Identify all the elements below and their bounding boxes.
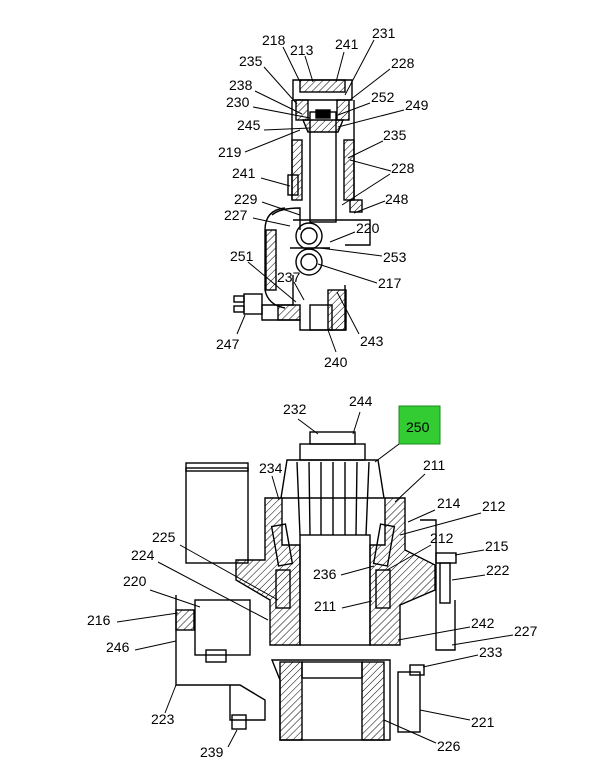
callout-234: 234 (259, 460, 283, 476)
callout-218: 218 (262, 32, 286, 48)
callout-229: 229 (234, 191, 258, 207)
callout-230: 230 (226, 94, 250, 110)
callout-235: 235 (239, 53, 263, 69)
callout-250-highlight[interactable]: 250 (398, 405, 441, 445)
callout-244: 244 (349, 393, 373, 409)
callout-242: 242 (471, 615, 495, 631)
callout-253: 253 (383, 249, 407, 265)
callout-219: 219 (218, 144, 242, 160)
lower-assembly (175, 431, 457, 741)
callout-236: 236 (313, 566, 337, 582)
callout-228b: 228 (391, 160, 415, 176)
callout-217: 217 (378, 275, 402, 291)
callout-228: 228 (391, 55, 415, 71)
callout-250[interactable]: 250 (406, 419, 430, 435)
callout-245: 245 (237, 117, 261, 133)
callout-241b: 241 (232, 165, 256, 181)
upper-assembly (233, 79, 371, 331)
callout-238: 238 (229, 77, 253, 93)
callout-224: 224 (131, 547, 155, 563)
callout-232: 232 (283, 401, 307, 417)
callout-225: 225 (152, 529, 176, 545)
callout-216: 216 (87, 612, 111, 628)
callout-247: 247 (216, 336, 240, 352)
callout-212: 212 (482, 498, 506, 514)
callout-220b: 220 (123, 573, 147, 589)
callout-222: 222 (486, 562, 510, 578)
callout-227b: 227 (514, 623, 538, 639)
lower-leader-lines (116, 411, 514, 748)
callout-241: 241 (335, 36, 359, 52)
callout-251: 251 (230, 248, 254, 264)
callout-243: 243 (360, 333, 384, 349)
callout-240: 240 (324, 354, 348, 370)
upper-leader-lines (236, 39, 405, 353)
callout-211b: 211 (314, 598, 337, 614)
callout-221: 221 (471, 714, 495, 730)
callout-233: 233 (479, 644, 503, 660)
callout-220: 220 (356, 220, 380, 236)
highlight-box[interactable] (398, 405, 441, 445)
callout-226: 226 (437, 738, 461, 754)
callout-212b: 212 (430, 530, 454, 546)
callout-215: 215 (485, 538, 509, 554)
callout-246: 246 (106, 639, 130, 655)
callout-239: 239 (200, 744, 224, 760)
callout-227: 227 (224, 207, 248, 223)
callout-211: 211 (423, 457, 446, 473)
callout-248: 248 (385, 191, 409, 207)
lower-callouts: 232 244 234 211 214 212 225 212 215 224 … (87, 393, 538, 760)
callout-223: 223 (151, 711, 175, 727)
callout-249: 249 (405, 97, 429, 113)
callout-231: 231 (372, 25, 396, 41)
callout-214: 214 (437, 495, 461, 511)
upper-callouts: 218 213 241 231 235 228 238 252 230 249 … (216, 25, 429, 370)
callout-213: 213 (290, 42, 314, 58)
callout-252: 252 (371, 89, 395, 105)
callout-237: 237 (277, 269, 301, 285)
callout-235b: 235 (383, 127, 407, 143)
